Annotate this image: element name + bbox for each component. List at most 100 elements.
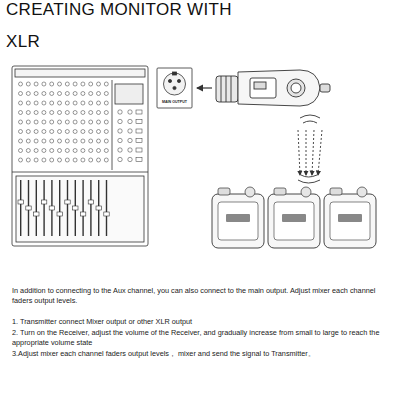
knob xyxy=(128,138,132,142)
knob xyxy=(81,139,85,143)
knob xyxy=(89,158,93,162)
knob xyxy=(73,92,77,96)
knob xyxy=(97,120,101,124)
knob xyxy=(42,149,46,153)
knob xyxy=(26,120,30,124)
knob xyxy=(26,158,30,162)
knob xyxy=(245,187,255,197)
knob xyxy=(89,149,93,153)
wireless-signal xyxy=(298,115,322,183)
knob xyxy=(89,82,93,86)
title: CREATING MONITOR WITH XLR xyxy=(6,0,251,58)
knob xyxy=(73,139,77,143)
fader-cap xyxy=(18,200,23,204)
knob xyxy=(42,82,46,86)
knob xyxy=(89,139,93,143)
knob xyxy=(42,120,46,124)
knob xyxy=(274,188,286,195)
knob xyxy=(81,111,85,115)
fader-slot xyxy=(90,180,91,236)
receiver-logo xyxy=(282,214,306,222)
fader-cap xyxy=(41,200,46,204)
fader-slot xyxy=(67,180,68,236)
knob xyxy=(26,101,30,105)
knob xyxy=(104,139,108,143)
button xyxy=(136,139,142,143)
knob xyxy=(97,111,101,115)
knob xyxy=(34,92,38,96)
knob xyxy=(65,139,69,143)
knob xyxy=(357,187,367,197)
xlr-connector xyxy=(157,68,192,108)
knob xyxy=(50,92,54,96)
knob xyxy=(26,149,30,153)
knob xyxy=(118,157,122,161)
knob xyxy=(89,101,93,105)
knob xyxy=(19,149,23,153)
knob xyxy=(34,158,38,162)
knob xyxy=(42,92,46,96)
knob xyxy=(34,111,38,115)
fader-cap xyxy=(34,212,39,216)
knob xyxy=(118,138,122,142)
knob xyxy=(19,130,23,134)
fader-slot xyxy=(59,180,60,236)
receivers xyxy=(212,187,376,248)
knob xyxy=(65,82,69,86)
port-label: MAIN OUTPUT xyxy=(158,100,191,104)
knob xyxy=(104,158,108,162)
knob xyxy=(34,82,38,86)
step-text: 2. Turn on the Receiver, adjust the volu… xyxy=(12,328,392,349)
fader-cap xyxy=(96,206,101,210)
knob xyxy=(19,158,23,162)
knob xyxy=(89,120,93,124)
transmitter xyxy=(216,70,330,106)
knob xyxy=(19,92,23,96)
knob xyxy=(97,92,101,96)
knob xyxy=(58,120,62,124)
knob xyxy=(34,101,38,105)
knob xyxy=(118,148,122,152)
knob xyxy=(26,139,30,143)
knob xyxy=(58,139,62,143)
receiver-logo xyxy=(338,214,362,222)
knob xyxy=(73,130,77,134)
knob xyxy=(81,158,85,162)
knob xyxy=(104,82,108,86)
knob xyxy=(19,111,23,115)
fader-cap xyxy=(88,200,93,204)
button xyxy=(136,158,142,162)
knob xyxy=(34,149,38,153)
knob xyxy=(97,149,101,153)
knob xyxy=(73,82,77,86)
receiver-panel xyxy=(218,202,258,240)
knob xyxy=(104,130,108,134)
fader-slot xyxy=(36,180,37,236)
knob xyxy=(58,149,62,153)
mixer-controls xyxy=(18,82,142,236)
arrow xyxy=(197,87,212,88)
receiver-panel xyxy=(330,202,370,240)
knob xyxy=(218,188,230,195)
knob xyxy=(65,111,69,115)
knob xyxy=(26,82,30,86)
knob xyxy=(89,130,93,134)
fader-cap xyxy=(26,206,31,210)
knob xyxy=(58,158,62,162)
fader-cap xyxy=(57,212,62,216)
knob xyxy=(50,130,54,134)
knob xyxy=(50,82,54,86)
knob xyxy=(104,92,108,96)
knob xyxy=(104,149,108,153)
paragraph: In addition to connecting to the Aux cha… xyxy=(12,286,392,307)
fader-cap xyxy=(104,212,109,216)
receiver-panel xyxy=(274,202,314,240)
button xyxy=(136,120,142,124)
knob xyxy=(97,82,101,86)
knob xyxy=(73,158,77,162)
knob xyxy=(58,101,62,105)
button xyxy=(136,110,142,114)
knob xyxy=(65,149,69,153)
knob xyxy=(50,120,54,124)
fader-slot xyxy=(20,180,21,236)
